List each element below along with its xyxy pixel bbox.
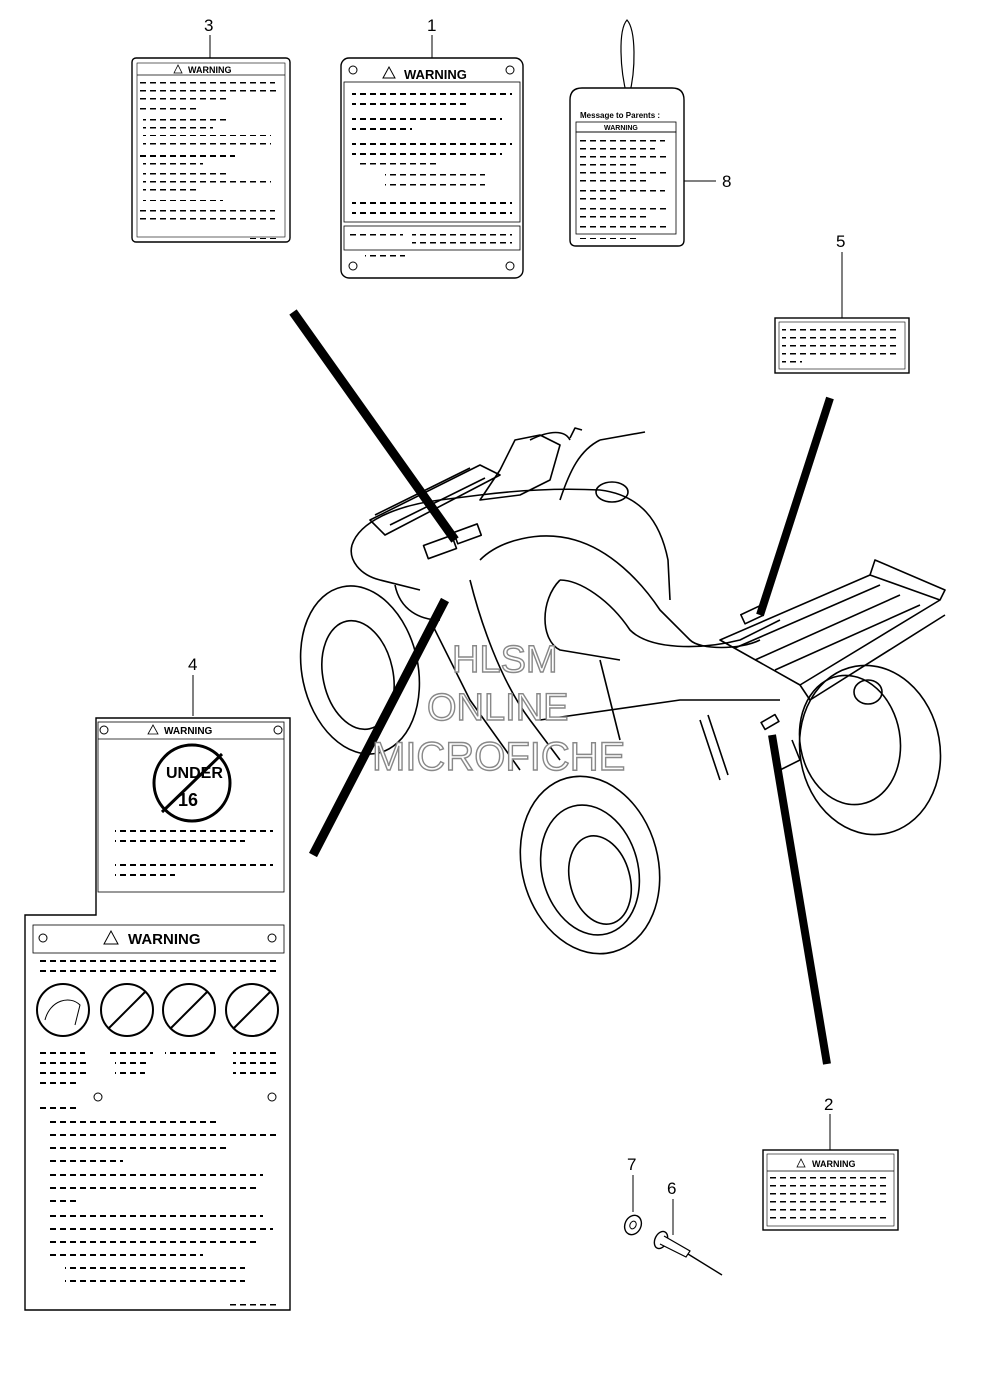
label-2[interactable]: WARNING: [762, 1149, 899, 1231]
tag-title: Message to Parents :: [580, 111, 660, 120]
callout-number: 2: [824, 1095, 833, 1114]
warning-heading: WARNING: [188, 65, 232, 75]
prohibition-icon-drinking: [162, 983, 216, 1037]
callout-number: 3: [204, 16, 213, 35]
callout-8[interactable]: 8: [682, 172, 731, 191]
prohibition-icon-paved-road: [100, 983, 154, 1037]
callout-5[interactable]: 5: [836, 232, 845, 318]
washer-part[interactable]: [622, 1213, 645, 1238]
prohibition-icon-stunts: [225, 983, 279, 1037]
label-5[interactable]: [774, 317, 910, 374]
label-1[interactable]: WARNING: [340, 57, 524, 279]
warning-heading: WARNING: [128, 931, 201, 948]
rivet-part[interactable]: [652, 1229, 723, 1276]
watermark: HLSM ONLINE MICROFICHE: [371, 638, 626, 779]
label-3[interactable]: WARNING: [131, 57, 291, 243]
warning-triangle-icon: [382, 65, 396, 79]
prohibition-icon-passenger: [36, 983, 90, 1037]
age-text: 16: [178, 790, 198, 810]
callout-4[interactable]: 4: [188, 655, 197, 716]
callout-3[interactable]: 3: [204, 16, 213, 58]
callout-number: 5: [836, 232, 845, 251]
callout-number: 7: [627, 1155, 636, 1174]
callout-number: 8: [722, 172, 731, 191]
callout-6[interactable]: 6: [667, 1179, 676, 1235]
warning-triangle-icon: [173, 64, 183, 74]
callout-7[interactable]: 7: [627, 1155, 636, 1212]
under-text: UNDER: [166, 765, 223, 782]
warning-triangle-icon: [796, 1158, 806, 1168]
pointer-lines: [289, 309, 834, 1065]
callout-number: 1: [427, 16, 436, 35]
warning-heading: WARNING: [164, 726, 213, 737]
atv-illustration: [299, 427, 946, 955]
callout-number: 4: [188, 655, 197, 674]
warning-heading: WARNING: [404, 67, 467, 82]
callout-1[interactable]: 1: [427, 16, 436, 58]
callout-2[interactable]: 2: [824, 1095, 833, 1150]
warning-heading: WARNING: [812, 1159, 856, 1169]
warning-triangle-icon: [147, 724, 159, 735]
under-16-prohibition-icon: UNDER 16: [152, 743, 232, 823]
label-4[interactable]: WARNING UNDER 16 WARNING: [24, 717, 291, 1311]
watermark-line-3: MICROFICHE: [372, 735, 625, 779]
watermark-line-1: HLSM: [452, 639, 558, 681]
callout-number: 6: [667, 1179, 676, 1198]
label-8[interactable]: Message to Parents : WARNING: [569, 19, 685, 247]
watermark-line-2: ONLINE: [427, 687, 568, 729]
warning-heading: WARNING: [604, 125, 638, 132]
warning-triangle-icon: [103, 929, 119, 945]
